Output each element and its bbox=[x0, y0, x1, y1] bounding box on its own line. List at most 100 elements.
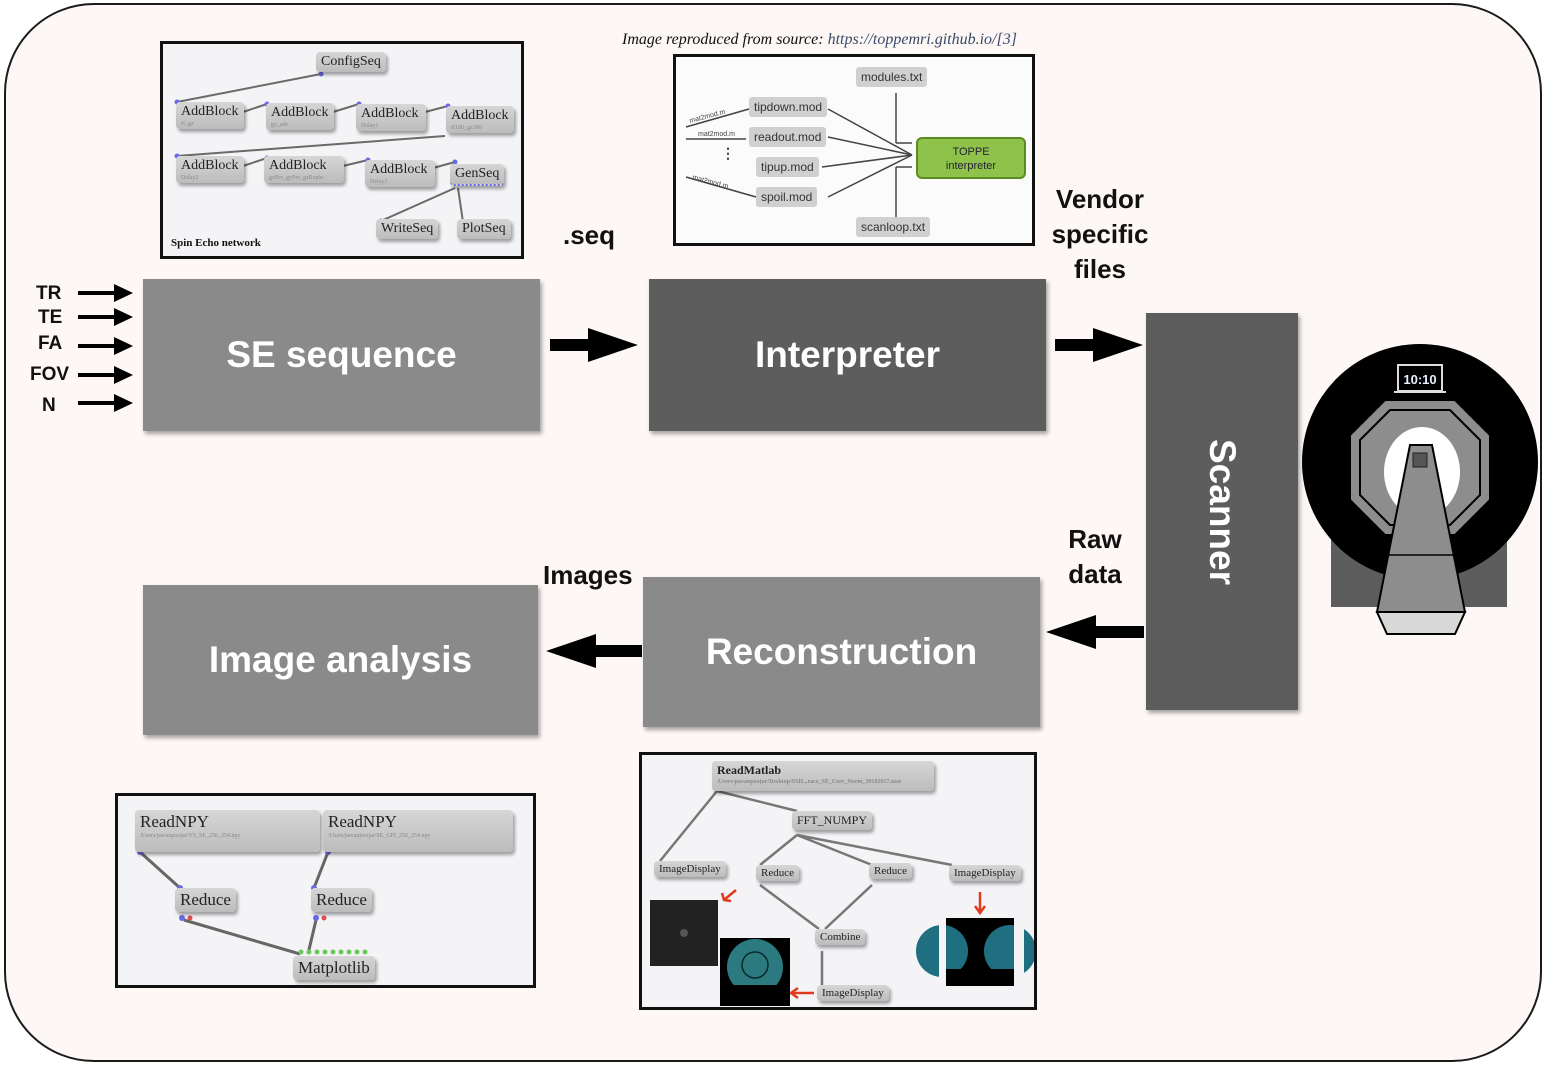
node-subtitle: /Users/pavanpoojar/VS_SE_256_254.npy bbox=[140, 833, 241, 839]
readmatlab-node[interactable]: ReadMatlab/Users/pavanpoojar/Desktop/SSH… bbox=[712, 761, 934, 791]
credit-reference[interactable]: [3] bbox=[996, 31, 1017, 48]
node-subtitle: gxPre_gyPre_gzRephs bbox=[269, 175, 324, 181]
node-subtitle: Delay1 bbox=[361, 123, 379, 129]
interpreter-block[interactable]: Interpreter bbox=[649, 279, 1046, 431]
images-arrow-head bbox=[546, 634, 596, 668]
modules-file: modules.txt bbox=[856, 67, 928, 87]
reduce-node-1[interactable]: Reduce bbox=[175, 888, 236, 912]
node-title: AddBlock bbox=[269, 158, 327, 173]
node-title: ReadNPY bbox=[328, 812, 397, 831]
spin-echo-caption: Spin Echo network bbox=[171, 237, 261, 249]
param-fov: FOV bbox=[30, 364, 70, 385]
readnpy-node-2[interactable]: ReadNPY/Users/pavanpoojar/SE_GPI_256_254… bbox=[323, 810, 513, 852]
node-title: ReadNPY bbox=[140, 812, 209, 831]
toppe-interpreter-node: TOPPE interpreter bbox=[916, 137, 1026, 179]
reduce-node-1[interactable]: Reduce bbox=[756, 865, 799, 881]
n-arrow-head bbox=[114, 394, 133, 412]
fft-numpy-node[interactable]: FFT_NUMPY bbox=[792, 811, 873, 830]
node-title: AddBlock bbox=[271, 105, 329, 120]
credit-prefix: Image reproduced from source: bbox=[622, 31, 828, 48]
node-title: AddBlock bbox=[451, 108, 509, 123]
matplotlib-node[interactable]: Matplotlib bbox=[293, 956, 375, 980]
combine-node[interactable]: Combine bbox=[815, 929, 866, 945]
table-end bbox=[1375, 611, 1467, 635]
toppe-label-line2: interpreter bbox=[945, 160, 997, 172]
tipdown-mod-file: tipdown.mod bbox=[749, 97, 828, 117]
spoil-mod-file: spoil.mod bbox=[756, 187, 818, 207]
raw-label-line1: Raw bbox=[1068, 524, 1122, 554]
raw-data-label: Raw data bbox=[1060, 522, 1130, 592]
image-credit: Image reproduced from source: https://to… bbox=[622, 31, 1017, 49]
node-subtitle: /Users/pavanpoojar/SE_GPI_256_254.npy bbox=[328, 833, 431, 839]
edge-label-mat2mod: mat2mod.m bbox=[698, 131, 735, 138]
reduce-node-2[interactable]: Reduce bbox=[311, 888, 372, 912]
plotseq-node[interactable]: PlotSeq bbox=[457, 219, 511, 239]
node-title: ReadMatlab bbox=[717, 763, 781, 777]
raw-data-arrow-head bbox=[1046, 615, 1096, 649]
imagedisplay-node-1[interactable]: ImageDisplay bbox=[654, 861, 726, 877]
matplotlib-input-ports bbox=[298, 949, 368, 955]
reconstruction-block[interactable]: Reconstruction bbox=[643, 577, 1040, 727]
seq-label: .seq bbox=[563, 220, 616, 250]
vendor-arrow-head bbox=[1093, 328, 1143, 362]
reconstruction-network-inset: ReadMatlab/Users/pavanpoojar/Desktop/SSH… bbox=[639, 752, 1037, 1010]
scanloop-file: scanloop.txt bbox=[856, 217, 931, 237]
node-subtitle: /Users/pavanpoojar/Desktop/SSH...race_SE… bbox=[717, 779, 901, 785]
spin-echo-connections bbox=[174, 71, 466, 225]
seq-arrow-head bbox=[588, 328, 638, 362]
raw-label-line2: data bbox=[1068, 559, 1122, 589]
node-subtitle: Delay2 bbox=[181, 175, 199, 181]
toppe-interpreter-inset: mat2mod.m mat2mod.m mat2mod.m modules.tx… bbox=[673, 54, 1035, 246]
reduce-node-2[interactable]: Reduce bbox=[869, 863, 912, 879]
param-tr: TR bbox=[36, 283, 62, 304]
node-subtitle: rf_gz bbox=[181, 121, 194, 127]
vendor-files-label: Vendor specific files bbox=[1040, 182, 1160, 287]
ellipsis: ⋮ bbox=[721, 145, 735, 161]
toppe-label-line1: TOPPE bbox=[952, 146, 990, 158]
red-arrow-head bbox=[720, 892, 732, 903]
imagedisplay-node-2[interactable]: ImageDisplay bbox=[949, 865, 1021, 881]
scanner-block[interactable]: Scanner bbox=[1146, 313, 1298, 710]
vendor-label-line3: files bbox=[1073, 254, 1127, 284]
addblock-node[interactable]: AddBlock rf180_gz180 bbox=[446, 106, 514, 133]
red-arrow bbox=[723, 889, 737, 901]
node-subtitle: rf180_gz180 bbox=[451, 125, 482, 131]
writeseq-node[interactable]: WriteSeq bbox=[376, 219, 439, 239]
genseq-node[interactable]: GenSeq bbox=[450, 164, 505, 186]
param-te: TE bbox=[38, 307, 63, 328]
addblock-node[interactable]: AddBlock gxPre_gyPre_gzRephs bbox=[264, 156, 344, 183]
credit-link[interactable]: https://toppemri.github.io/ bbox=[827, 31, 997, 48]
vendor-label-line2: specific bbox=[1051, 219, 1149, 249]
readnpy-node-1[interactable]: ReadNPY/Users/pavanpoojar/VS_SE_256_254.… bbox=[135, 810, 320, 852]
node-title: AddBlock bbox=[370, 162, 428, 177]
te-arrow-head bbox=[114, 308, 133, 326]
images-label: Images bbox=[543, 560, 633, 590]
scanner-clock-time: 10:10 bbox=[1403, 372, 1436, 387]
red-arrow-head bbox=[788, 986, 799, 1000]
param-arrows bbox=[78, 284, 133, 412]
images-arrow-shaft bbox=[594, 645, 642, 657]
imagedisplay-node-3[interactable]: ImageDisplay bbox=[817, 985, 889, 1001]
patient-head-icon bbox=[1412, 452, 1428, 468]
node-title: AddBlock bbox=[181, 158, 239, 173]
se-sequence-block[interactable]: SE sequence bbox=[143, 279, 540, 431]
node-subtitle: Delay3 bbox=[370, 179, 388, 185]
readout-mod-file: readout.mod bbox=[749, 127, 827, 147]
image-analysis-block[interactable]: Image analysis bbox=[143, 585, 538, 735]
configseq-node[interactable]: ConfigSeq bbox=[316, 52, 386, 72]
vendor-label-line1: Vendor bbox=[1055, 184, 1145, 214]
recon-connections bbox=[650, 789, 1034, 1006]
red-arrow-head bbox=[973, 905, 987, 916]
toppe-connections: mat2mod.m mat2mod.m mat2mod.m bbox=[685, 93, 913, 217]
tr-arrow-head bbox=[114, 284, 133, 302]
raw-data-arrow-shaft bbox=[1094, 626, 1144, 638]
param-n: N bbox=[42, 395, 56, 416]
